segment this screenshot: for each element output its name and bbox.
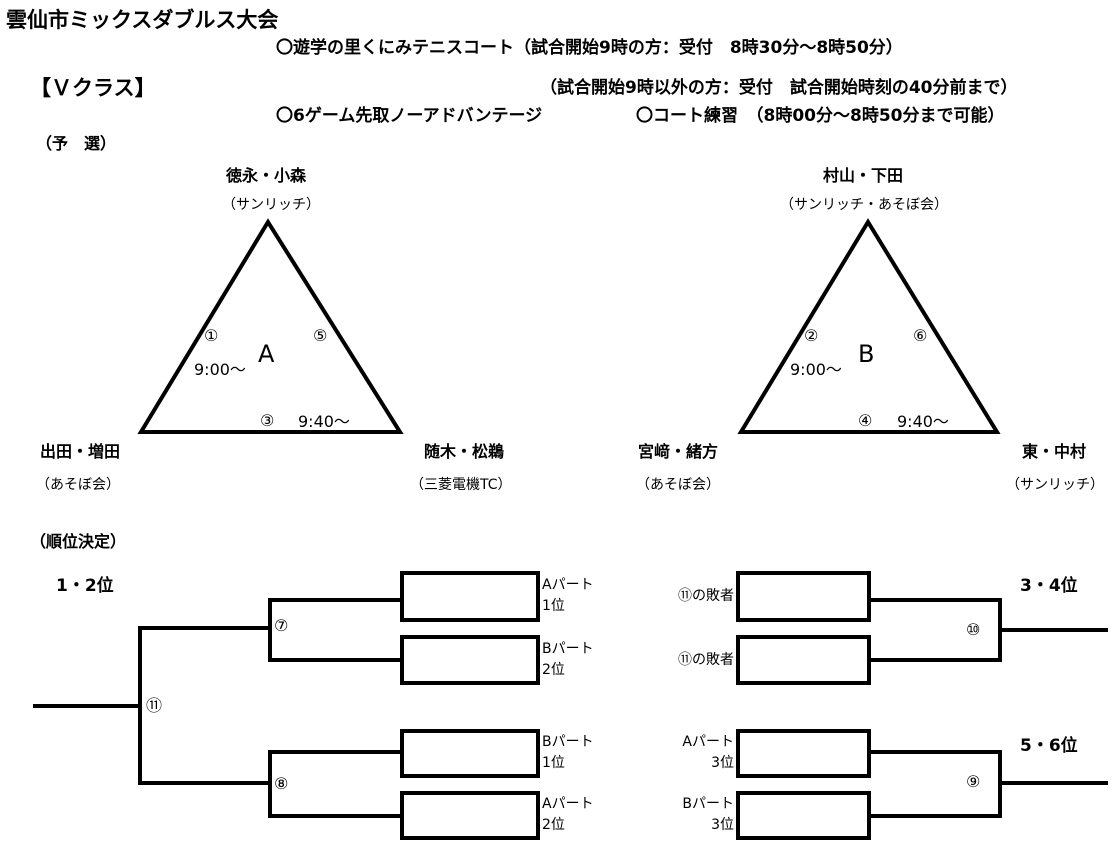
final-label: 1・2位 <box>56 576 114 596</box>
group-b-left-team: 宮﨑・緒方 <box>638 442 719 461</box>
bracket-line-8 <box>268 750 402 818</box>
group-a-right-club: （三菱電機TC） <box>410 477 512 493</box>
fifth-place-label: 5・6位 <box>1020 736 1078 756</box>
match-4: ④ <box>858 411 873 430</box>
slot-label: ⑪の敗者 <box>678 652 734 668</box>
slot-box <box>400 635 540 685</box>
group-b-triangle <box>737 218 1001 434</box>
prelim-label: （予 選） <box>36 134 117 153</box>
group-a-top-team: 徳永・小森 <box>226 166 307 185</box>
slot-label: Bパート <box>542 734 594 750</box>
slot-label: Aパート <box>542 577 594 593</box>
group-b-time-4: 9:40～ <box>897 412 949 431</box>
group-b-left-club: （あそぼ会） <box>636 477 720 493</box>
group-a-right-team: 随木・松鵜 <box>424 442 505 461</box>
bracket-line-9 <box>869 750 1002 818</box>
group-a-top-club: （サンリッチ） <box>222 197 320 213</box>
class-label: 【Ｖクラス】 <box>30 76 156 100</box>
match-3: ③ <box>260 411 275 430</box>
page-title: 雲仙市ミックスダブルス大会 <box>6 8 279 32</box>
match-2: ② <box>804 326 819 345</box>
venue-info: 〇遊学の里くにみテニスコート（試合開始9時の方：受付 8時30分～8時50分） <box>276 38 903 58</box>
group-b-name: B <box>858 340 875 368</box>
slot-label: 1位 <box>542 598 565 614</box>
slot-box <box>400 791 540 840</box>
group-b-top-team: 村山・下田 <box>823 166 904 185</box>
slot-label: Bパート <box>682 796 734 812</box>
slot-box <box>400 571 540 622</box>
slot-label: ⑪の敗者 <box>678 588 734 604</box>
bracket-line-7 <box>268 598 402 662</box>
ranking-label: （順位決定） <box>30 532 127 551</box>
bracket-line-10 <box>869 598 1002 662</box>
match-8: ⑧ <box>274 774 289 793</box>
group-a-left-club: （あそぼ会） <box>36 477 120 493</box>
slot-box <box>400 729 540 778</box>
match-1: ① <box>204 326 219 345</box>
slot-label: 3位 <box>711 755 734 771</box>
group-a-triangle <box>137 218 404 434</box>
practice-info: 〇コート練習 （8時00分～8時50分まで可能） <box>636 106 1005 126</box>
group-a-left-team: 出田・増田 <box>40 442 121 461</box>
group-a-name: A <box>258 340 275 368</box>
slot-box <box>736 571 871 622</box>
group-a-time-1: 9:00～ <box>194 360 246 379</box>
slot-box <box>736 729 871 778</box>
slot-box <box>736 791 871 840</box>
match-7: ⑦ <box>274 616 289 635</box>
slot-label: Aパート <box>682 734 734 750</box>
slot-label: 2位 <box>542 662 565 678</box>
slot-label: Aパート <box>542 796 594 812</box>
third-place-label: 3・4位 <box>1020 576 1078 596</box>
group-b-top-club: （サンリッチ・あそぼ会） <box>780 197 948 213</box>
match-5: ⑤ <box>313 326 328 345</box>
group-b-time-2: 9:00～ <box>790 360 842 379</box>
group-b-right-team: 東・中村 <box>1022 442 1087 461</box>
slot-label: 2位 <box>542 817 565 833</box>
other-reception-info: （試合開始9時以外の方：受付 試合開始時刻の40分前まで） <box>540 78 1018 98</box>
group-a-time-3: 9:40～ <box>298 412 350 431</box>
match-10: ⑩ <box>966 620 981 639</box>
slot-label: 3位 <box>711 817 734 833</box>
group-b-right-club: （サンリッチ） <box>1006 477 1104 493</box>
match-11: ⑪ <box>146 696 163 715</box>
slot-label: 1位 <box>542 755 565 771</box>
slot-box <box>736 635 871 685</box>
match-9: ⑨ <box>966 772 981 791</box>
match-6: ⑥ <box>913 326 928 345</box>
rule-info: 〇6ゲーム先取ノーアドバンテージ <box>276 106 543 126</box>
slot-label: Bパート <box>542 641 594 657</box>
